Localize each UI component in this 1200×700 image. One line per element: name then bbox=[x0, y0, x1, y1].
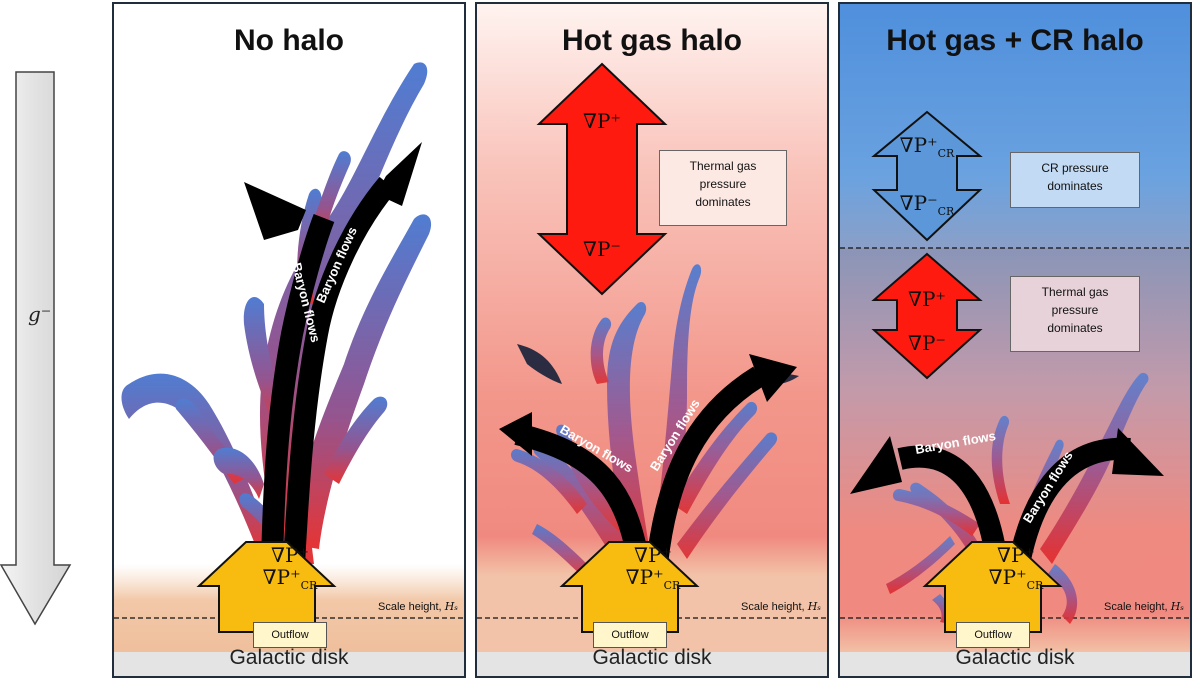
source-grad-p: ∇P⁺ ∇P⁺CR bbox=[988, 543, 1044, 592]
galactic-disk-label: Galactic disk bbox=[229, 646, 349, 669]
thermal-grad-p-minus: ∇P⁻ bbox=[583, 237, 621, 261]
source-pressure-arrow bbox=[922, 541, 1063, 633]
thermal-pressure-arrow bbox=[536, 62, 668, 296]
panel-no-halo: Baryon flows Baryon flows No halo ∇P⁺ ∇P… bbox=[112, 2, 466, 678]
panel-2-title: Hot gas halo bbox=[561, 24, 742, 57]
scale-height-label: Scale height, Hₛ bbox=[1104, 600, 1184, 613]
source-grad-p: ∇P⁺ ∇P⁺CR bbox=[262, 543, 318, 592]
thermal-grad-p-minus: ∇P⁻ bbox=[908, 331, 946, 355]
gravity-label: g⁻ bbox=[28, 302, 52, 326]
panel-1-title: No halo bbox=[234, 24, 344, 57]
galactic-disk-label: Galactic disk bbox=[592, 646, 712, 669]
scale-height-label: Scale height, Hₛ bbox=[378, 600, 458, 613]
galactic-disk-label: Galactic disk bbox=[955, 646, 1075, 669]
thermal-grad-p-plus: ∇P⁺ bbox=[908, 287, 946, 311]
scale-height-label: Scale height, Hₛ bbox=[741, 600, 821, 613]
cr-pressure-arrow bbox=[871, 110, 983, 242]
gravity-arrow-shape bbox=[0, 71, 72, 626]
source-grad-p: ∇P⁺ ∇P⁺CR bbox=[625, 543, 681, 592]
outflow-label: Outflow bbox=[956, 622, 1030, 648]
panel-1-artwork: Baryon flows Baryon flows bbox=[114, 62, 464, 676]
panel-hot-gas-cr-halo: Baryon flows Baryon flows Hot gas + CR h… bbox=[838, 2, 1192, 678]
outflow-label: Outflow bbox=[253, 622, 327, 648]
panel-hot-gas-halo: Baryon flows Baryon flows Hot gas halo ∇… bbox=[475, 2, 829, 678]
panel-3-title: Hot gas + CR halo bbox=[886, 24, 1144, 57]
thermal-pressure-arrow bbox=[871, 252, 983, 380]
outflow-label: Outflow bbox=[593, 622, 667, 648]
source-pressure-arrow bbox=[559, 541, 700, 633]
cr-grad-p-plus: ∇P⁺CR bbox=[899, 133, 955, 160]
cr-grad-p-minus: ∇P⁻CR bbox=[899, 191, 955, 218]
thermal-grad-p-plus: ∇P⁺ bbox=[583, 109, 621, 133]
panel-2-artwork: Baryon flows Baryon flows bbox=[477, 4, 827, 676]
source-pressure-arrow bbox=[196, 541, 337, 633]
